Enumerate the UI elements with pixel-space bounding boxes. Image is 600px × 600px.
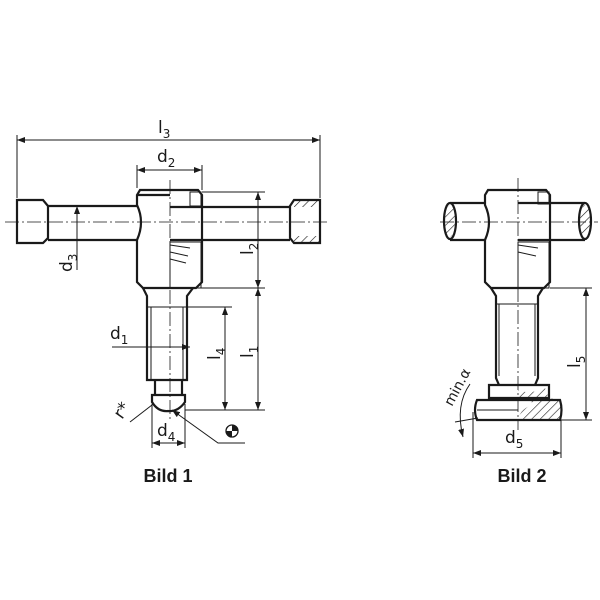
label-l1: l1 bbox=[238, 346, 261, 358]
plunger-shank bbox=[490, 287, 544, 386]
label-l4: l4 bbox=[205, 348, 228, 360]
label-l2: l2 bbox=[238, 243, 261, 255]
foot-section-hatch bbox=[518, 388, 562, 420]
figure-1-t-handle-plunger: l3 d2 d3 l2 l1 l4 d1 d4 r* Bild 1 bbox=[5, 118, 330, 486]
section-hatch-body bbox=[169, 241, 202, 289]
rod-break-hatch bbox=[580, 205, 590, 237]
rod-break-hatch bbox=[445, 205, 455, 237]
center-of-gravity-icon bbox=[225, 424, 239, 438]
label-radius: r* bbox=[110, 399, 135, 423]
rod-break-right bbox=[577, 201, 593, 241]
label-d2: d2 bbox=[157, 147, 175, 170]
figure-2-with-foot: l5 d5 min.α Bild 2 bbox=[440, 178, 598, 486]
section-hatch-top bbox=[189, 191, 202, 207]
rod-left bbox=[48, 204, 137, 242]
rod-right bbox=[170, 205, 290, 242]
angle-line bbox=[454, 417, 479, 423]
plunger-tip bbox=[150, 380, 187, 413]
leader-center-mark bbox=[171, 409, 245, 444]
spring-lines bbox=[169, 244, 191, 264]
thread-lines bbox=[147, 306, 187, 380]
label-min-alpha: min.α bbox=[441, 366, 474, 409]
cap-hatch-top bbox=[294, 200, 320, 207]
caption-bild-2: Bild 2 bbox=[497, 466, 546, 486]
rod bbox=[450, 201, 585, 242]
label-d4: d4 bbox=[157, 421, 175, 444]
rod-break-left bbox=[442, 201, 458, 241]
caption-bild-1: Bild 1 bbox=[143, 466, 192, 486]
thread-lines bbox=[496, 303, 538, 376]
angle-arc bbox=[458, 383, 471, 438]
plunger-shank bbox=[142, 287, 194, 382]
cap-hatch-bottom bbox=[294, 236, 320, 243]
label-d3: d3 bbox=[57, 254, 80, 272]
label-l3: l3 bbox=[158, 118, 170, 141]
label-l5: l5 bbox=[565, 356, 588, 368]
label-d1: d1 bbox=[110, 324, 128, 347]
leader-r bbox=[129, 404, 153, 423]
section-hatch-body bbox=[517, 241, 550, 289]
label-d5: d5 bbox=[505, 428, 523, 451]
left-rod-cap bbox=[15, 198, 50, 245]
spring-lines bbox=[517, 244, 539, 257]
section-hatch-top bbox=[537, 191, 550, 205]
